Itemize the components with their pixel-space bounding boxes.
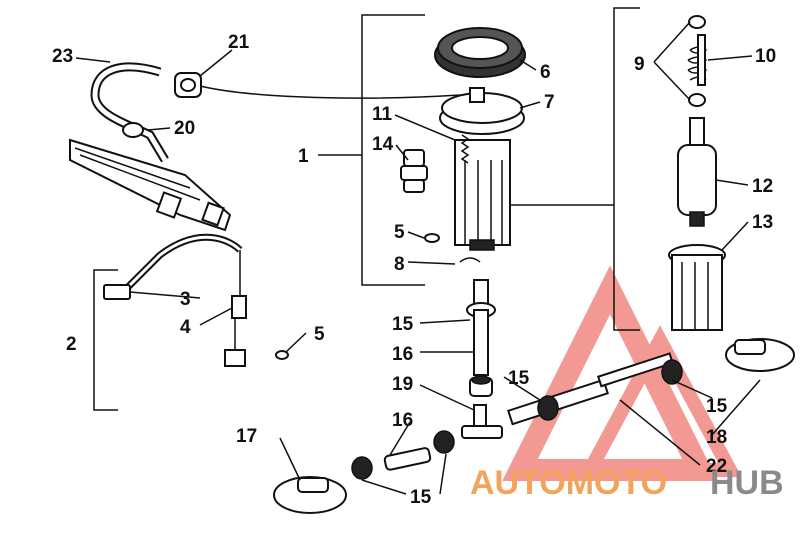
callout-labels: 23 21 20 6 7 11 14 1 5 8 9 10 12 13 3 4 … <box>52 32 776 508</box>
callout-15d: 15 <box>410 487 432 508</box>
washer <box>424 233 440 243</box>
fuel-pump <box>677 117 717 227</box>
spring <box>460 134 470 164</box>
seal-bottom <box>688 93 706 107</box>
callout-2: 2 <box>66 334 77 355</box>
bracket-2 <box>93 269 118 411</box>
callout-15c: 15 <box>706 396 728 417</box>
hose-clamp <box>122 122 144 138</box>
callout-19: 19 <box>392 374 413 395</box>
watermark-auto: AUTOMOTO <box>470 464 667 502</box>
callout-1: 1 <box>298 146 309 167</box>
tee-fitting <box>461 404 503 439</box>
bracket-9-13 <box>613 7 640 331</box>
bracket-1 <box>361 14 425 286</box>
callout-6: 6 <box>540 62 551 83</box>
callout-20: 20 <box>174 118 195 139</box>
fuel-rail <box>69 138 232 232</box>
quick-connector <box>174 72 202 98</box>
filter-coil <box>687 34 708 86</box>
callout-17: 17 <box>236 426 257 447</box>
right-hose <box>507 352 683 426</box>
callout-22: 23 <box>52 46 73 67</box>
callout-13: 13 <box>752 212 773 233</box>
leader-lines <box>75 21 761 495</box>
callout-18: 18 <box>706 427 727 448</box>
callout-10: 10 <box>755 46 776 67</box>
seal-top <box>688 15 706 29</box>
callout-21: 21 <box>228 32 250 53</box>
callout-23: 22 <box>706 456 727 477</box>
retaining-clip <box>459 257 481 263</box>
watermark-hub: HUB <box>710 464 784 502</box>
watermark-text: AUTOMOTO HUB <box>470 464 784 502</box>
pump-housing <box>454 139 511 251</box>
callout-5a: 5 <box>394 222 405 243</box>
left-hose <box>351 430 455 480</box>
callout-9: 9 <box>634 54 645 75</box>
callout-15b: 15 <box>508 368 530 389</box>
pump-flange <box>439 87 525 135</box>
callout-16b: 16 <box>392 410 413 431</box>
lock-ring <box>434 27 526 78</box>
callout-4: 4 <box>180 317 191 338</box>
callout-7: 7 <box>544 92 555 113</box>
fuel-pickup-left <box>273 476 347 514</box>
callout-16a: 16 <box>392 344 413 365</box>
callout-3: 3 <box>180 289 191 310</box>
callout-15a: 15 <box>392 314 414 335</box>
callout-14: 14 <box>372 134 394 155</box>
strainer <box>668 244 726 331</box>
callout-12: 12 <box>752 176 773 197</box>
fuel-pickup-right <box>725 338 795 372</box>
wiring-harness <box>103 233 289 367</box>
callout-5b: 5 <box>314 324 325 345</box>
pickup-tube <box>466 279 496 397</box>
regulator <box>400 149 428 193</box>
callout-11: 11 <box>372 104 393 125</box>
callout-8: 8 <box>394 254 405 275</box>
